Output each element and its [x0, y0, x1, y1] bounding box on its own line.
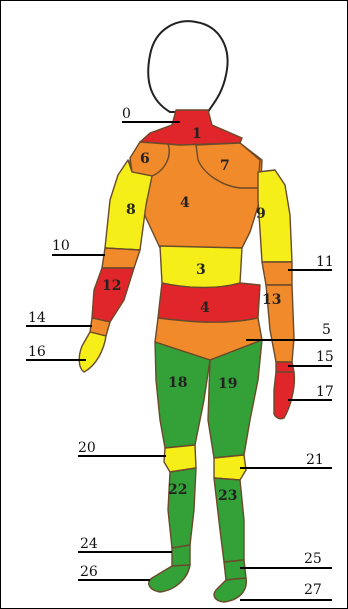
label-4-lower: 4 — [200, 300, 210, 316]
label-5: 5 — [322, 322, 331, 338]
label-11: 11 — [316, 254, 334, 270]
label-7: 7 — [220, 158, 230, 174]
label-10: 10 — [52, 238, 70, 254]
region-11 — [262, 262, 292, 285]
region-26 — [149, 565, 190, 592]
region-12 — [92, 268, 134, 322]
region-1 — [140, 110, 242, 145]
head-outline — [148, 21, 227, 112]
region-24 — [172, 545, 190, 566]
label-1: 1 — [192, 126, 202, 142]
region-27 — [214, 578, 246, 602]
label-18: 18 — [168, 375, 187, 391]
label-16: 16 — [28, 344, 46, 360]
region-17 — [274, 372, 294, 419]
label-8: 8 — [126, 202, 136, 218]
region-10 — [102, 248, 140, 268]
label-12: 12 — [102, 278, 121, 294]
region-16 — [79, 332, 106, 372]
label-3: 3 — [196, 262, 206, 278]
region-18 — [155, 342, 210, 448]
label-21: 21 — [306, 452, 324, 468]
label-0: 0 — [122, 106, 131, 122]
label-6: 6 — [140, 151, 150, 167]
label-9: 9 — [256, 206, 266, 222]
label-13: 13 — [262, 292, 281, 308]
label-22: 22 — [168, 482, 187, 498]
region-19 — [208, 340, 262, 458]
label-14: 14 — [28, 310, 46, 326]
region-22 — [168, 468, 196, 548]
label-15: 15 — [316, 349, 334, 365]
region-20 — [164, 445, 196, 472]
label-26: 26 — [80, 564, 98, 580]
region-25 — [224, 560, 246, 580]
label-19: 19 — [218, 376, 237, 392]
label-20: 20 — [78, 440, 96, 456]
label-25: 25 — [304, 551, 322, 567]
label-27: 27 — [304, 582, 322, 598]
label-4-upper: 4 — [180, 195, 190, 211]
label-17: 17 — [316, 384, 334, 400]
label-24: 24 — [80, 536, 98, 552]
label-23: 23 — [218, 488, 237, 504]
